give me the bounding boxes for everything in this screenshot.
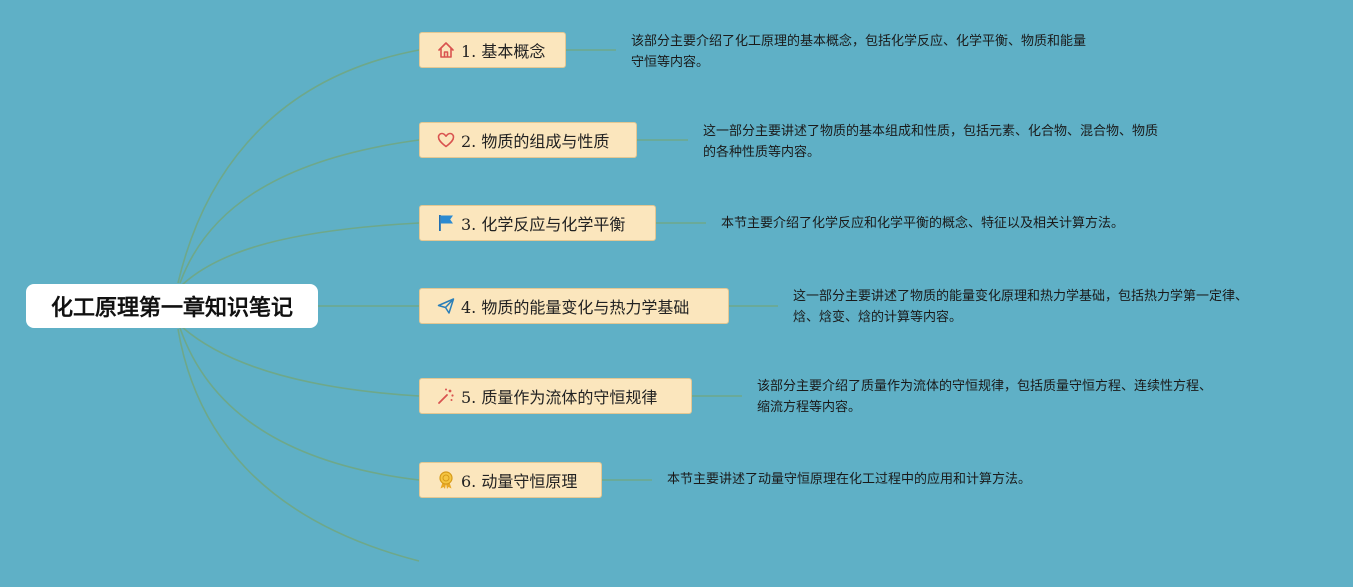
- topic-6[interactable]: 6. 动量守恒原理: [419, 462, 602, 498]
- connector-branch-7: [177, 328, 420, 562]
- heart-icon: [436, 130, 456, 150]
- description-line: 这一部分主要讲述了物质的能量变化原理和热力学基础，包括热力学第一定律、: [793, 289, 1249, 304]
- description-line: 焓、焓变、焓的计算等内容。: [793, 310, 963, 325]
- description-line: 的各种性质等内容。: [703, 145, 821, 160]
- topic-4-description: 这一部分主要讲述了物质的能量变化原理和热力学基础，包括热力学第一定律、 焓、焓变…: [793, 286, 1248, 328]
- description-line: 本节主要讲述了动量守恒原理在化工过程中的应用和计算方法。: [667, 472, 1032, 487]
- topic-4-label: 4. 物质的能量变化与热力学基础: [461, 298, 690, 317]
- description-line: 本节主要介绍了化学反应和化学平衡的概念、特征以及相关计算方法。: [721, 216, 1125, 231]
- paper-plane-icon: [436, 296, 456, 316]
- topic-5[interactable]: 5. 质量作为流体的守恒规律: [419, 378, 692, 414]
- description-line: 守恒等内容。: [631, 55, 710, 70]
- topic-3[interactable]: 3. 化学反应与化学平衡: [419, 205, 656, 241]
- flag-icon: [436, 213, 456, 233]
- topic-5-description: 该部分主要介绍了质量作为流体的守恒规律，包括质量守恒方程、连续性方程、 缩流方程…: [757, 376, 1212, 418]
- connector-branch-2: [179, 139, 420, 284]
- connector-branch-6: [179, 327, 420, 481]
- description-line: 缩流方程等内容。: [757, 400, 862, 415]
- award-medal-icon: [436, 470, 456, 490]
- topic-6-description: 本节主要讲述了动量守恒原理在化工过程中的应用和计算方法。: [667, 469, 1031, 490]
- topic-2-description: 这一部分主要讲述了物质的基本组成和性质，包括元素、化合物、混合物、物质 的各种性…: [703, 121, 1158, 163]
- topic-1-description: 该部分主要介绍了化工原理的基本概念，包括化学反应、化学平衡、物质和能量 守恒等内…: [631, 31, 1086, 73]
- description-line: 这一部分主要讲述了物质的基本组成和性质，包括元素、化合物、混合物、物质: [703, 124, 1159, 139]
- root-topic-label: 化工原理第一章知识笔记: [50, 296, 293, 321]
- topic-3-label: 3. 化学反应与化学平衡: [461, 215, 626, 234]
- topic-3-description: 本节主要介绍了化学反应和化学平衡的概念、特征以及相关计算方法。: [721, 213, 1124, 234]
- home-icon: [436, 40, 456, 60]
- root-topic[interactable]: 化工原理第一章知识笔记: [26, 284, 318, 328]
- topic-2[interactable]: 2. 物质的组成与性质: [419, 122, 637, 158]
- sparkle-icon: [436, 386, 456, 406]
- connector-branch-5: [181, 326, 420, 397]
- description-line: 该部分主要介绍了质量作为流体的守恒规律，包括质量守恒方程、连续性方程、: [757, 379, 1213, 394]
- topic-4[interactable]: 4. 物质的能量变化与热力学基础: [419, 288, 729, 324]
- description-line: 该部分主要介绍了化工原理的基本概念，包括化学反应、化学平衡、物质和能量: [631, 34, 1087, 49]
- topic-6-label: 6. 动量守恒原理: [461, 472, 578, 491]
- topic-1-label: 1. 基本概念: [461, 42, 546, 61]
- topic-1[interactable]: 1. 基本概念: [419, 32, 566, 68]
- topic-2-label: 2. 物质的组成与性质: [461, 132, 610, 151]
- connector-branch-1: [177, 49, 420, 284]
- connector-branch-3: [181, 222, 420, 286]
- topic-5-label: 5. 质量作为流体的守恒规律: [461, 388, 658, 407]
